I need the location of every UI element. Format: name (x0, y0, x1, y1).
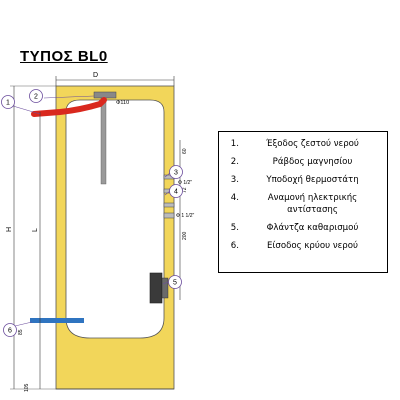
legend-item-number: 4. (230, 193, 239, 203)
legend-item-number: 5. (230, 223, 239, 233)
legend-item-text: Αναμονή ηλεκτρικής αντίστασης (267, 193, 358, 215)
cold-water-pipe (30, 318, 84, 323)
callout-5-label: 5 (173, 280, 177, 287)
cleaning-flange-bolt (161, 277, 169, 299)
resistance-socket (163, 212, 175, 219)
legend-item-text: Είσοδος κρύου νερού (267, 241, 358, 251)
dimension-85-label: 85 (18, 329, 24, 335)
callout-4: 4 (169, 184, 183, 198)
legend-item-magnesium-rod: 2. Ράβδος μαγνησίου (225, 156, 381, 168)
legend-box: 1. Έξοδος ζεστού νερού 2. Ράβδος μαγνησί… (218, 131, 388, 273)
callout-6-label: 6 (8, 328, 12, 335)
legend-list: 1. Έξοδος ζεστού νερού 2. Ράβδος μαγνησί… (219, 132, 387, 252)
top-fitting (93, 91, 117, 99)
dimension-60-label: 60 (182, 148, 188, 154)
callout-4-label: 4 (174, 189, 178, 196)
dimension-200-label: 200 (182, 231, 188, 240)
callout-6: 6 (3, 323, 17, 337)
callout-5: 5 (168, 275, 182, 289)
inner-tank (65, 99, 165, 339)
callout-3-label: 3 (174, 170, 178, 177)
magnesium-rod (100, 97, 107, 185)
legend-item-resistance-socket: 4. Αναμονή ηλεκτρικής αντίστασης (225, 192, 381, 216)
diagram-title: ΤΥΠΟΣ BL0 (20, 48, 108, 65)
dimension-l-label: L (32, 228, 39, 232)
dimension-72-label: 72 (182, 187, 188, 193)
callout-3: 3 (169, 165, 183, 179)
dimension-phi-one-half-label: Φ 1 1/2" (176, 213, 194, 219)
legend-item-text: Έξοδος ζεστού νερού (266, 139, 359, 149)
dimension-105-label: 105 (24, 383, 30, 392)
legend-item-thermostat-socket: 3. Υποδοχή θερμοστάτη (225, 174, 381, 186)
legend-item-number: 6. (230, 241, 239, 251)
callout-1-label: 1 (6, 100, 10, 107)
dimension-phi-half-label: Φ 1/2" (178, 180, 192, 186)
dimension-d-label: D (93, 72, 98, 79)
callout-2-label: 2 (34, 94, 38, 101)
dimension-phi110-label: Φ110 (116, 100, 129, 106)
legend-item-text: Ράβδος μαγνησίου (272, 157, 353, 167)
legend-item-cold-water-inlet: 6. Είσοδος κρύου νερού (225, 240, 381, 252)
legend-item-number: 2. (230, 157, 239, 167)
cleaning-flange (149, 272, 163, 304)
legend-item-number: 3. (230, 175, 239, 185)
callout-1: 1 (1, 95, 15, 109)
legend-item-cleaning-flange: 5. Φλάντζα καθαρισμού (225, 222, 381, 234)
legend-item-text: Φλάντζα καθαρισμού (266, 223, 359, 233)
legend-item-number: 1. (230, 139, 239, 149)
legend-item-text: Υποδοχή θερμοστάτη (266, 175, 359, 185)
callout-2: 2 (29, 89, 43, 103)
dimension-h-label: H (6, 227, 13, 232)
legend-item-hot-water-outlet: 1. Έξοδος ζεστού νερού (225, 138, 381, 150)
hot-water-pipe (31, 97, 107, 117)
